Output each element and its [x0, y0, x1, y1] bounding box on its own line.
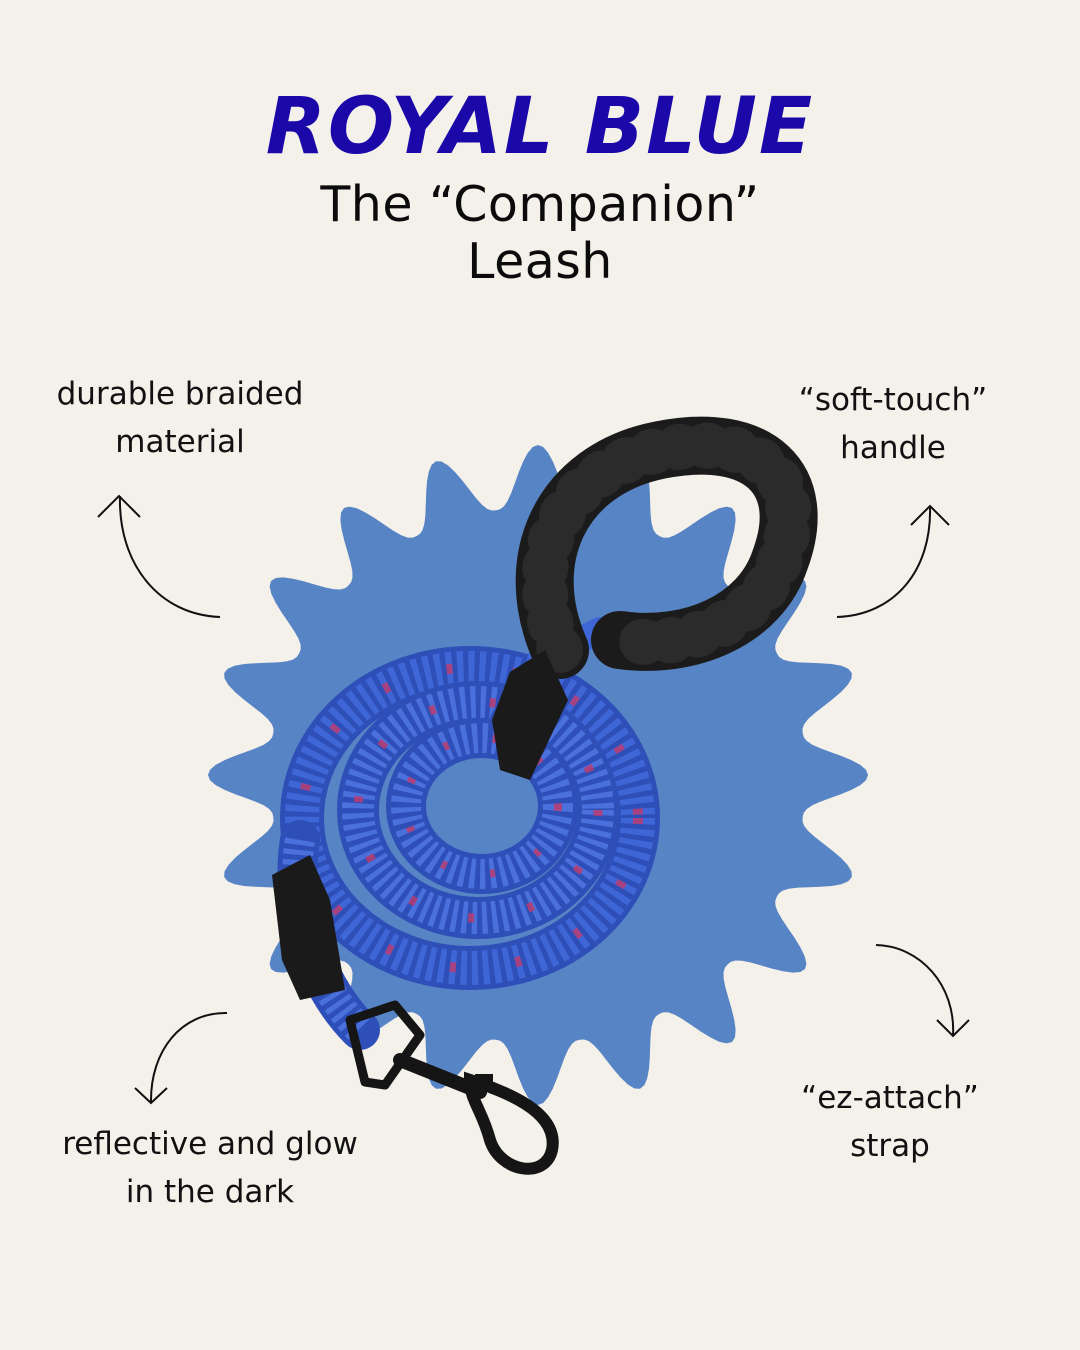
feature-label-line: “ez-attach” — [801, 1080, 979, 1116]
feature-label-line: durable braided — [56, 376, 304, 412]
feature-label-line: in the dark — [125, 1174, 295, 1210]
arrow-up-icon — [836, 505, 932, 618]
arrowhead-icon — [134, 1087, 168, 1105]
feature-label-reflective: reflective and glow in the dark — [40, 1120, 380, 1216]
product-title: The “Companion” Leash — [0, 176, 1080, 290]
color-name-heading: ROYAL BLUE — [265, 82, 815, 172]
product-title-line1: The “Companion” — [320, 176, 760, 233]
arrow-up-icon — [118, 495, 221, 618]
feature-label-line: “soft-touch” — [798, 382, 988, 418]
arrowhead-icon — [97, 494, 141, 518]
product-title-line2: Leash — [467, 233, 613, 290]
arrowhead-icon — [910, 504, 950, 526]
feature-label-soft-touch-handle: “soft-touch” handle — [753, 376, 1033, 472]
arrow-down-icon — [149, 1011, 228, 1104]
feature-label-line: reflective and glow — [62, 1126, 358, 1162]
feature-label-line: strap — [850, 1128, 930, 1164]
arrow-down-icon — [875, 944, 955, 1037]
leash-image — [272, 416, 818, 1175]
feature-label-ez-attach-strap: “ez-attach” strap — [750, 1074, 1030, 1170]
feature-label-line: handle — [840, 430, 946, 466]
feature-label-line: material — [115, 424, 245, 460]
arrowhead-icon — [936, 1019, 970, 1038]
feature-label-braided-material: durable braided material — [30, 370, 330, 466]
